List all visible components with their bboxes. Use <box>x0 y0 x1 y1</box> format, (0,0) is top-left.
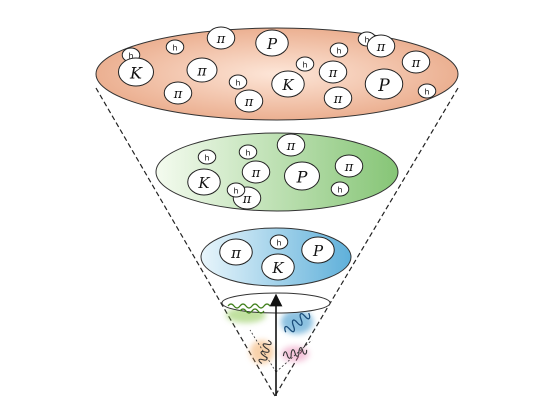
particle-top-12: h <box>228 74 248 90</box>
particle-label: π <box>333 92 343 107</box>
gluon-green-2 <box>239 308 265 314</box>
gluon-pink <box>282 347 308 359</box>
particle-middle-4: π <box>241 160 271 184</box>
particle-label: π <box>173 87 183 102</box>
particle-top-18: h <box>417 83 437 99</box>
particle-label: h <box>364 36 369 45</box>
particle-top-3: P <box>255 29 289 57</box>
particle-label: h <box>245 149 250 158</box>
gluon-green <box>227 303 271 309</box>
particle-middle-6: P <box>284 161 320 191</box>
particle-label: h <box>172 44 177 53</box>
particle-top-2: π <box>206 26 236 50</box>
particle-top-13: K <box>271 70 305 98</box>
particle-top-16: P <box>364 68 404 100</box>
particle-lower-2: P <box>301 236 335 264</box>
parton-shower-region <box>221 292 331 396</box>
particle-top-1: h <box>165 39 185 55</box>
particle-label: P <box>296 167 308 186</box>
particle-top-10: π <box>401 50 431 74</box>
particle-middle-3: π <box>334 154 364 178</box>
particle-label: π <box>216 32 226 47</box>
particle-label: π <box>376 40 386 55</box>
particle-top-7: K <box>118 57 154 87</box>
particle-label: h <box>276 239 281 248</box>
particle-middle-9: h <box>330 181 350 197</box>
particle-middle-5: K <box>187 168 221 196</box>
particle-top-17: π <box>323 86 353 110</box>
particle-label: π <box>230 244 242 262</box>
particle-label: K <box>281 76 294 94</box>
particle-label: K <box>271 259 284 277</box>
gluon-blue <box>284 312 311 333</box>
particle-label: K <box>197 174 210 192</box>
particle-lower-0: π <box>219 238 253 266</box>
particle-label: h <box>337 186 342 195</box>
particle-middle-8: h <box>226 182 246 198</box>
particle-middle-1: h <box>238 144 258 160</box>
particle-label: π <box>328 66 338 81</box>
gluon-orange <box>258 339 272 365</box>
particle-label: h <box>235 79 240 88</box>
particle-label: π <box>244 95 254 110</box>
lower-hadron-layer: π h P K <box>200 227 352 287</box>
particle-label: h <box>128 52 133 61</box>
particle-top-4: h <box>329 42 349 58</box>
particle-label: h <box>302 61 307 70</box>
particle-top-8: π <box>186 57 218 83</box>
particle-label: π <box>286 139 296 154</box>
particle-lower-1: h <box>269 234 289 250</box>
cone-outline <box>95 87 459 397</box>
particle-label: P <box>266 35 278 53</box>
particle-middle-0: h <box>197 149 217 165</box>
particle-label: π <box>251 166 261 181</box>
particle-label: P <box>377 76 390 96</box>
particle-top-6: π <box>366 34 396 58</box>
particle-top-15: π <box>234 89 264 113</box>
particle-top-9: π <box>318 60 348 84</box>
particle-label: π <box>196 63 207 79</box>
particle-middle-2: π <box>276 133 306 157</box>
particle-label: h <box>204 154 209 163</box>
particle-label: h <box>336 47 341 56</box>
particle-label: K <box>129 63 143 82</box>
particle-label: π <box>411 56 421 71</box>
particle-top-11: h <box>295 56 315 72</box>
particle-lower-3: K <box>261 253 295 281</box>
particle-label: P <box>312 242 324 260</box>
particle-top-14: π <box>163 81 193 105</box>
particle-label: π <box>344 160 354 175</box>
particle-label: h <box>233 187 238 196</box>
particle-label: π <box>242 192 252 207</box>
particle-label: h <box>424 88 429 97</box>
